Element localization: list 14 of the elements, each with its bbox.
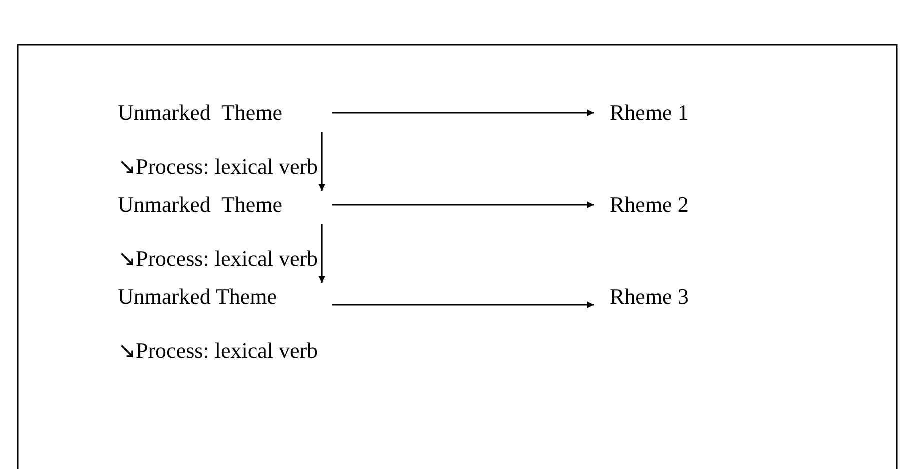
theme-text: Unmarked Theme (118, 284, 278, 310)
arrow (332, 202, 594, 208)
theme-text: Rheme 1 (610, 100, 689, 126)
theme-text: Rheme 3 (610, 284, 689, 310)
arrow (318, 224, 326, 283)
theme-text: Unmarked Theme (118, 100, 283, 126)
process-text: ↘Process: lexical verb (118, 154, 318, 180)
arrow (332, 302, 594, 308)
process-text: ↘Process: lexical verb (118, 338, 318, 364)
arrow (332, 110, 594, 116)
process-text: ↘Process: lexical verb (118, 246, 318, 272)
theme-text: Unmarked Theme (118, 192, 283, 218)
arrow (318, 132, 326, 191)
theme-text: Rheme 2 (610, 192, 689, 218)
